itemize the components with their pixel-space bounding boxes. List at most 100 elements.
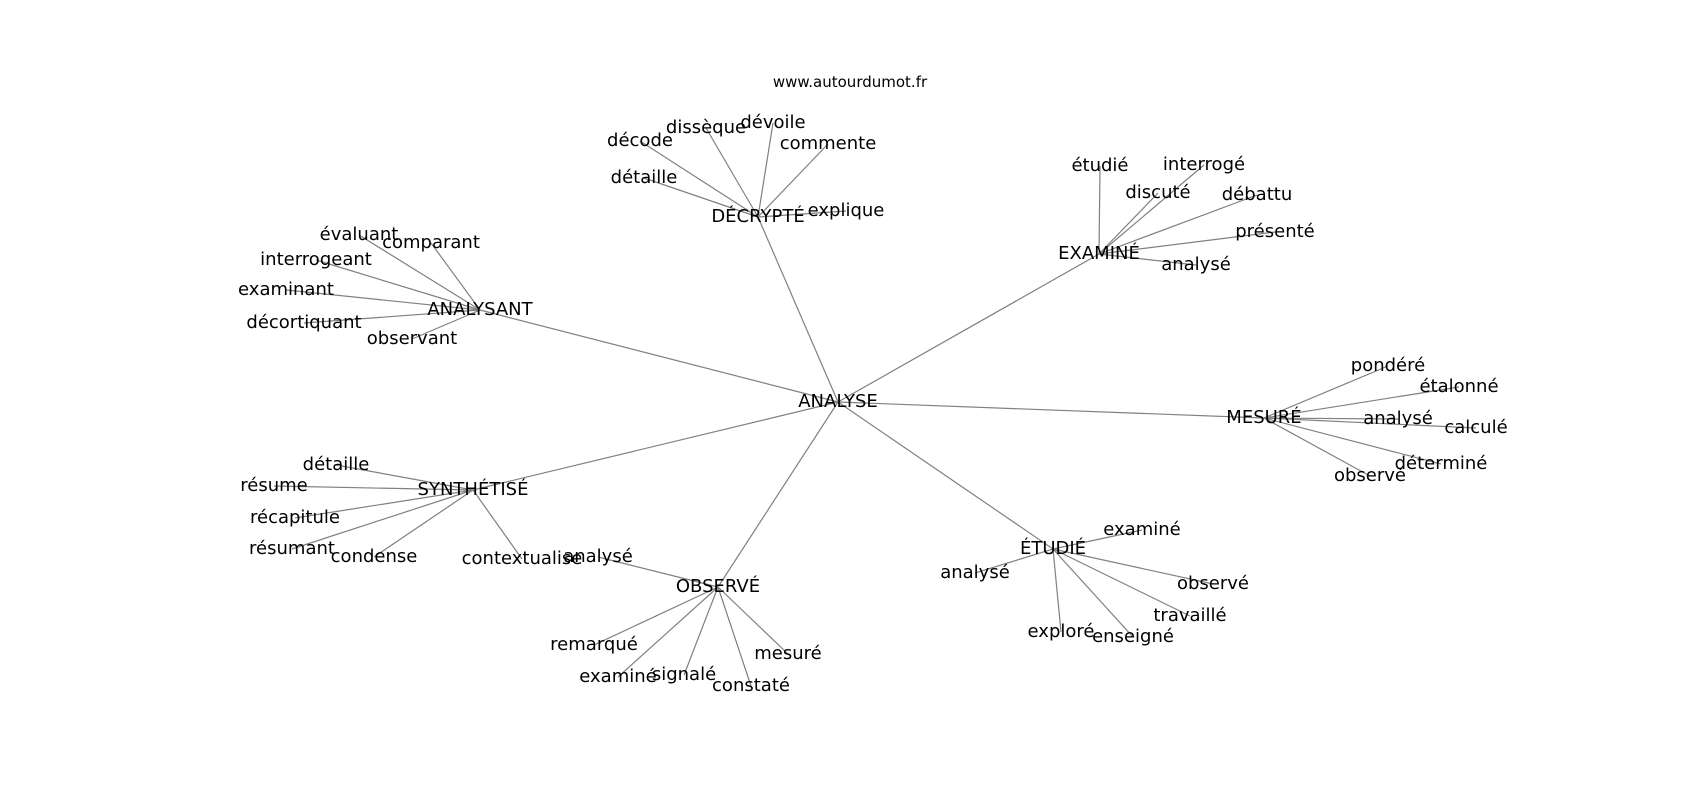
edge-synthetise-3 — [291, 489, 474, 550]
leaf-node-examine-5[interactable]: analysé — [1161, 254, 1231, 275]
hub-node-decrypte[interactable]: DÉCRYPTÉ — [711, 205, 804, 227]
edge-etudie-3 — [1052, 548, 1191, 617]
edge-center-analysant — [479, 309, 839, 403]
edge-decrypte-4 — [643, 177, 759, 218]
edge-analysant-2 — [315, 259, 481, 311]
edge-analysant-1 — [430, 242, 481, 311]
leaf-node-etudie-3[interactable]: travaillé — [1153, 605, 1226, 626]
edge-center-examine — [837, 253, 1100, 403]
leaf-node-mesure-2[interactable]: analysé — [1363, 408, 1433, 429]
edge-synthetise-2 — [294, 489, 474, 519]
edge-synthetise-4 — [373, 489, 474, 558]
edge-examine-3 — [1098, 194, 1258, 255]
edge-analysant-0 — [358, 234, 481, 311]
hub-node-examine[interactable]: EXAMINÉ — [1058, 242, 1140, 264]
watermark: www.autourdumot.fr — [772, 73, 928, 91]
leaf-node-synthetise-2[interactable]: récapitule — [250, 507, 340, 528]
leaf-node-observe-1[interactable]: remarqué — [550, 634, 638, 655]
leaf-node-analysant-3[interactable]: examinant — [238, 279, 334, 300]
leaf-node-etudie-2[interactable]: observé — [1177, 573, 1249, 594]
leaf-node-mesure-1[interactable]: étalonné — [1419, 376, 1498, 397]
leaf-node-analysant-0[interactable]: évaluant — [320, 224, 399, 245]
edge-mesure-0 — [1263, 365, 1389, 419]
edge-decrypte-1 — [705, 127, 759, 218]
leaf-node-analysant-2[interactable]: interrogeant — [260, 249, 372, 270]
edge-etudie-5 — [1052, 548, 1134, 638]
leaf-node-observe-5[interactable]: mesuré — [754, 643, 821, 664]
edge-etudie-0 — [1052, 529, 1143, 550]
leaf-node-mesure-5[interactable]: observé — [1334, 465, 1406, 486]
leaf-node-synthetise-4[interactable]: condense — [331, 546, 418, 567]
leaf-node-synthetise-0[interactable]: détaille — [303, 454, 370, 475]
edge-examine-0 — [1098, 165, 1101, 255]
edge-center-etudie — [837, 401, 1054, 550]
leaf-node-mesure-4[interactable]: déterminé — [1395, 453, 1488, 474]
edge-center-synthetise — [472, 401, 839, 491]
leaf-node-decrypte-1[interactable]: dissèque — [666, 117, 746, 138]
edge-examine-4 — [1098, 231, 1276, 255]
leaf-node-observe-4[interactable]: constaté — [712, 675, 790, 696]
edge-examine-2 — [1098, 192, 1159, 255]
leaf-node-synthetise-1[interactable]: résume — [240, 475, 307, 496]
edge-decrypte-2 — [757, 122, 774, 218]
leaf-node-examine-3[interactable]: débattu — [1222, 184, 1292, 205]
edge-mesure-4 — [1263, 417, 1442, 465]
leaf-node-analysant-1[interactable]: comparant — [382, 232, 480, 253]
edge-mesure-3 — [1263, 417, 1477, 429]
leaf-node-decrypte-3[interactable]: commente — [780, 133, 877, 154]
hub-node-analysant[interactable]: ANALYSANT — [427, 299, 533, 320]
edge-decrypte-3 — [757, 143, 829, 218]
edge-mesure-1 — [1263, 386, 1460, 419]
leaf-node-examine-2[interactable]: discuté — [1125, 182, 1190, 203]
leaf-node-synthetise-3[interactable]: résumant — [249, 538, 335, 559]
leaf-node-examine-4[interactable]: présenté — [1235, 221, 1315, 242]
leaf-node-etudie-5[interactable]: enseigné — [1092, 626, 1174, 647]
hub-node-observe[interactable]: OBSERVÉ — [676, 575, 760, 597]
edge-analysant-4 — [303, 309, 481, 324]
edges — [273, 122, 1477, 687]
edge-synthetise-1 — [273, 485, 474, 491]
edge-examine-5 — [1098, 253, 1197, 266]
leaf-node-examine-0[interactable]: étudié — [1071, 155, 1128, 176]
edge-mesure-2 — [1263, 417, 1399, 420]
hub-node-mesure[interactable]: MESURÉ — [1226, 406, 1301, 428]
edge-mesure-5 — [1263, 417, 1371, 477]
edge-decrypte-5 — [757, 210, 847, 218]
center-node[interactable]: ANALYSE — [798, 391, 878, 412]
edge-analysant-3 — [285, 289, 481, 311]
edge-center-observe — [717, 401, 839, 588]
leaf-node-decrypte-2[interactable]: dévoile — [740, 112, 805, 133]
leaf-node-synthetise-5[interactable]: contextualise — [462, 548, 583, 569]
leaf-node-etudie-0[interactable]: examiné — [1103, 519, 1180, 540]
leaf-node-observe-3[interactable]: signalé — [652, 664, 716, 685]
edge-analysant-5 — [411, 309, 481, 340]
leaf-node-etudie-1[interactable]: analysé — [940, 562, 1010, 583]
edge-observe-4 — [717, 586, 752, 687]
leaf-node-mesure-3[interactable]: calculé — [1444, 417, 1507, 438]
edge-observe-5 — [717, 586, 789, 655]
leaf-node-observe-2[interactable]: examiné — [579, 666, 656, 687]
edge-etudie-2 — [1052, 548, 1214, 585]
hub-node-etudie[interactable]: ÉTUDIÉ — [1020, 537, 1086, 559]
edge-etudie-1 — [974, 548, 1054, 574]
edge-synthetise-5 — [472, 489, 523, 560]
leaf-node-decrypte-5[interactable]: explique — [808, 200, 885, 221]
hub-node-synthetise[interactable]: SYNTHÉTISÉ — [418, 478, 529, 500]
edge-etudie-4 — [1052, 548, 1062, 633]
edge-center-mesure — [837, 401, 1265, 419]
edge-observe-2 — [617, 586, 719, 678]
edge-synthetise-0 — [335, 464, 474, 491]
edge-observe-0 — [597, 556, 719, 588]
leaf-node-decrypte-0[interactable]: décode — [607, 130, 673, 151]
edge-center-decrypte — [757, 216, 839, 403]
leaf-node-examine-1[interactable]: interrogé — [1163, 154, 1245, 175]
leaf-node-analysant-4[interactable]: décortiquant — [246, 312, 361, 333]
leaf-node-etudie-4[interactable]: exploré — [1028, 621, 1095, 642]
leaf-node-analysant-5[interactable]: observant — [367, 328, 457, 349]
leaf-node-decrypte-4[interactable]: détaille — [611, 167, 678, 188]
edge-decrypte-0 — [639, 140, 759, 218]
leaf-node-observe-0[interactable]: analysé — [563, 546, 633, 567]
leaf-node-mesure-0[interactable]: pondéré — [1351, 355, 1425, 376]
edge-observe-3 — [683, 586, 719, 676]
